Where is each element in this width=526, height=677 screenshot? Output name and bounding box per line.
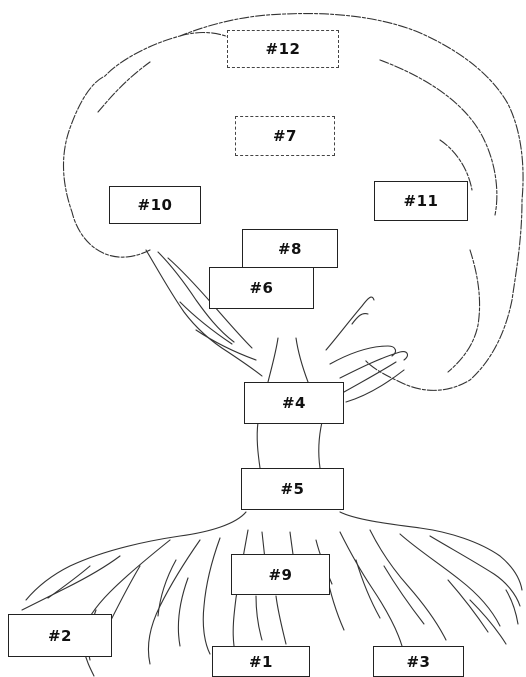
root	[177, 577, 189, 647]
label-box-3: #3	[373, 646, 464, 677]
label-box-6: #6	[209, 267, 314, 309]
right-branch	[325, 296, 375, 351]
root	[399, 533, 501, 627]
right-branch	[351, 312, 369, 325]
label-box-5: #5	[241, 468, 344, 510]
root	[232, 529, 249, 647]
left-branch	[157, 251, 235, 343]
root	[157, 559, 177, 617]
root	[107, 565, 141, 627]
root	[147, 539, 201, 665]
label-box-10: #10	[109, 186, 201, 224]
upper-trunk	[295, 337, 309, 383]
left-branch	[145, 249, 263, 377]
right-branch	[345, 369, 405, 403]
canopy-inner-stroke	[97, 61, 151, 113]
root-base	[25, 511, 247, 601]
label-box-12: #12	[227, 30, 339, 68]
root	[447, 579, 489, 633]
root	[275, 595, 287, 645]
label-box-2: #2	[8, 614, 112, 657]
label-box-8: #8	[242, 229, 338, 268]
root	[383, 565, 425, 625]
root	[505, 589, 519, 625]
right-branch	[329, 345, 397, 365]
left-branch	[195, 329, 257, 361]
main-trunk	[318, 421, 323, 469]
root	[21, 555, 121, 611]
root	[339, 531, 403, 647]
root	[429, 535, 521, 607]
right-branch	[343, 361, 397, 393]
main-trunk	[256, 421, 261, 469]
label-box-1: #1	[212, 646, 310, 677]
label-box-4: #4	[244, 382, 344, 424]
root	[469, 599, 507, 645]
canopy-outline	[62, 12, 524, 391]
upper-trunk	[267, 337, 279, 383]
root-base	[339, 511, 523, 591]
root	[355, 559, 381, 619]
label-box-7: #7	[235, 116, 335, 156]
canopy-inner-stroke	[439, 139, 473, 191]
canopy-inner-stroke	[447, 249, 481, 373]
root	[202, 537, 221, 655]
left-branch	[179, 301, 233, 345]
root	[369, 529, 447, 641]
right-branch	[339, 351, 409, 379]
root	[47, 565, 91, 599]
label-box-9: #9	[231, 554, 330, 595]
root	[255, 595, 263, 641]
label-box-11: #11	[374, 181, 468, 221]
canopy-inner-stroke	[379, 59, 498, 216]
